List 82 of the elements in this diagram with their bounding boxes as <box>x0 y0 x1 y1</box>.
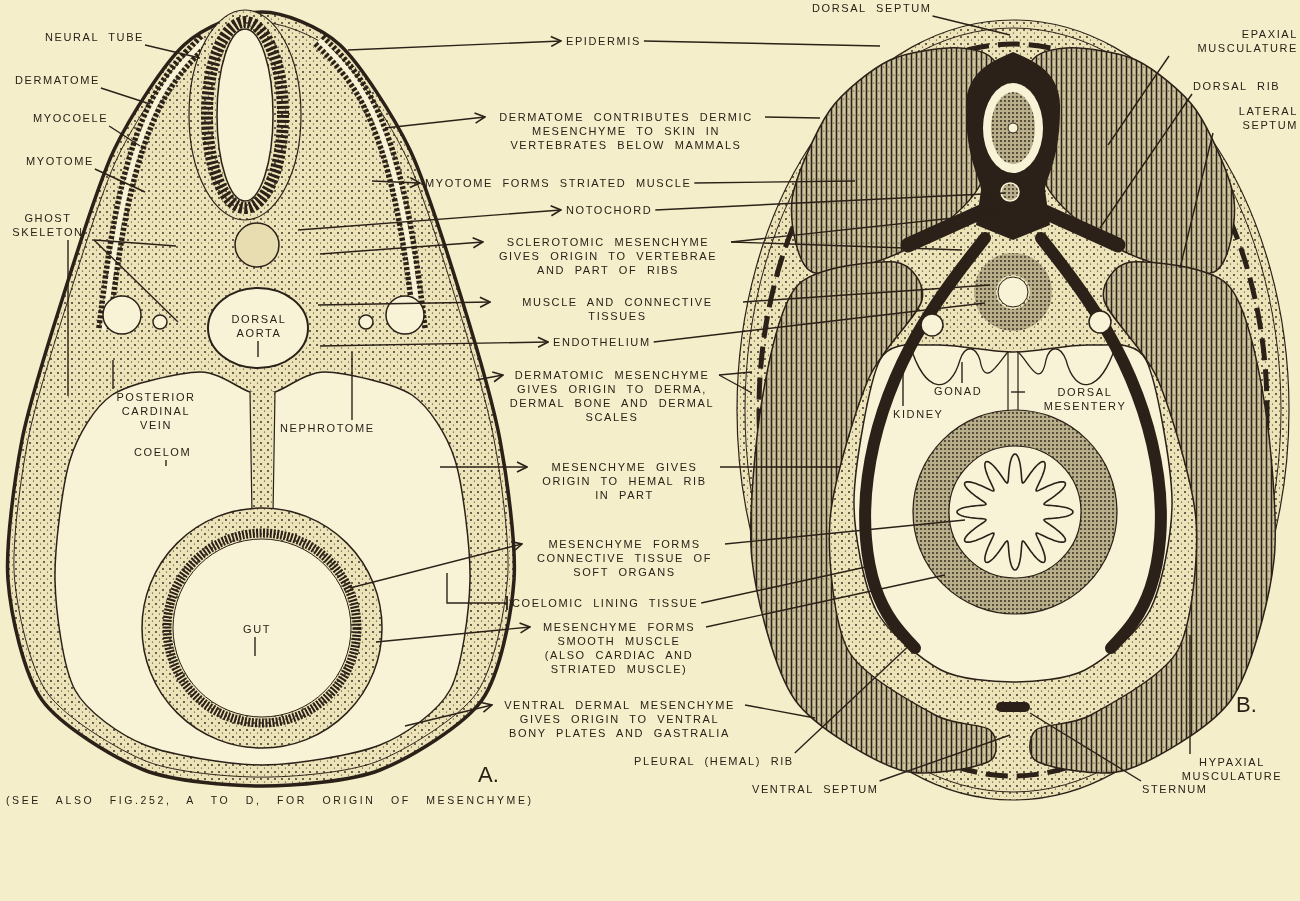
part-label: EPAXIAL MUSCULATURE <box>1170 27 1298 55</box>
part-label: DORSAL MESENTERY <box>1026 385 1144 413</box>
arrow <box>347 35 562 51</box>
part-label: NEPHROTOME <box>280 421 375 435</box>
leader-line <box>108 125 141 147</box>
part-label: DORSAL SEPTUM <box>812 1 932 15</box>
description-label: MYOTOME FORMS STRIATED MUSCLE <box>425 176 692 190</box>
leader-line <box>961 361 963 384</box>
leader-line <box>93 239 177 247</box>
part-label: DORSAL RIB <box>1193 79 1281 93</box>
leader-line <box>446 572 508 611</box>
leader-line <box>742 284 991 303</box>
figure-note: (SEE ALSO FIG.252, A TO D, FOR ORIGIN OF MESENCHYME) <box>6 794 534 806</box>
part-label: MYOCOELE <box>33 111 109 125</box>
leader-line <box>94 168 146 193</box>
arrow <box>439 461 528 473</box>
part-label: DERMATOME <box>15 73 100 87</box>
leader-line <box>724 519 966 545</box>
panel-letter: A. <box>478 762 499 788</box>
description-label: MESENCHYME GIVES ORIGIN TO HEMAL RIB IN PART <box>532 460 717 502</box>
description-label: EPIDERMIS <box>566 34 641 48</box>
arrow <box>317 296 491 308</box>
leader-line <box>165 459 167 467</box>
part-label: VENTRAL SEPTUM <box>752 782 879 796</box>
arrow <box>297 204 562 231</box>
leader-line <box>718 371 753 376</box>
leader-line <box>744 704 816 719</box>
leader-line <box>254 636 256 657</box>
leader-line <box>719 466 841 468</box>
part-label: PLEURAL (HEMAL) RIB <box>634 754 794 768</box>
description-label: SCLEROTOMIC MESENCHYME GIVES ORIGIN TO VERTEBRAE AND PART OF RIBS <box>488 235 728 277</box>
leader-line <box>652 302 986 343</box>
arrow <box>375 622 531 643</box>
description-label: COELOMIC LINING TISSUE <box>512 596 699 610</box>
description-label: ENDOTHELIUM <box>553 335 651 349</box>
leader-line <box>257 340 259 358</box>
leader-line <box>112 359 114 390</box>
leader-line <box>1107 55 1170 146</box>
description-label: MESENCHYME FORMS SMOOTH MUSCLE (ALSO CARDIAC AND STRIATED MUSCLE) <box>535 620 703 676</box>
leader-line <box>1010 391 1026 393</box>
leader-line <box>654 192 1006 211</box>
part-label: MYOTOME <box>26 154 94 168</box>
arrow <box>475 371 504 383</box>
part-label: POSTERIOR CARDINAL VEIN <box>106 390 206 432</box>
leader-line <box>902 371 904 407</box>
part-label: GUT <box>243 622 272 636</box>
part-label: KIDNEY <box>893 407 944 421</box>
arrow <box>371 176 421 189</box>
leader-line <box>693 180 856 184</box>
arrow <box>349 540 523 589</box>
panel-letter: B. <box>1236 692 1257 718</box>
arrow <box>319 336 549 348</box>
leader-line <box>718 374 753 394</box>
part-label: STERNUM <box>1142 782 1208 796</box>
description-label: DERMATOMIC MESENCHYME GIVES ORIGIN TO DERMA, DERMAL BONE AND DERMAL SCALES <box>508 368 716 424</box>
leader-line <box>643 40 881 47</box>
leader-line <box>67 239 69 397</box>
leader-line <box>144 44 201 59</box>
leader-line <box>705 574 946 628</box>
description-label: DERMATOME CONTRIBUTES DERMIC MESENCHYME TO SKIN IN VERTEBRATES BELOW MAMMALS <box>490 110 762 152</box>
part-label: NEURAL TUBE <box>45 30 144 44</box>
description-label: MESENCHYME FORMS CONNECTIVE TISSUE OF SOFT ORGANS <box>527 537 722 579</box>
part-label: HYPAXIAL MUSCULATURE <box>1166 755 1298 783</box>
part-label: LATERAL SEPTUM <box>1214 104 1298 132</box>
description-label: MUSCLE AND CONNECTIVE TISSUES <box>495 295 740 323</box>
leader-line <box>931 15 1011 36</box>
leader-line <box>1189 634 1191 755</box>
leader-line <box>351 351 353 421</box>
part-label: GONAD <box>934 384 983 398</box>
leader-line <box>764 116 821 119</box>
leader-line <box>100 87 151 105</box>
part-label: COELOM <box>134 445 192 459</box>
arrow <box>404 701 493 727</box>
arrow <box>319 236 484 255</box>
leader-line <box>730 241 963 251</box>
arrow <box>384 112 486 129</box>
leader-line <box>1029 712 1142 782</box>
part-label: GHOST SKELETON <box>3 211 93 239</box>
leader-line <box>93 239 179 323</box>
description-label: NOTOCHORD <box>566 203 653 217</box>
description-label: VENTRAL DERMAL MESENCHYME GIVES ORIGIN TO VENTRAL BONY PLATES AND GASTRALIA <box>497 698 742 740</box>
leader-line <box>878 734 1011 782</box>
